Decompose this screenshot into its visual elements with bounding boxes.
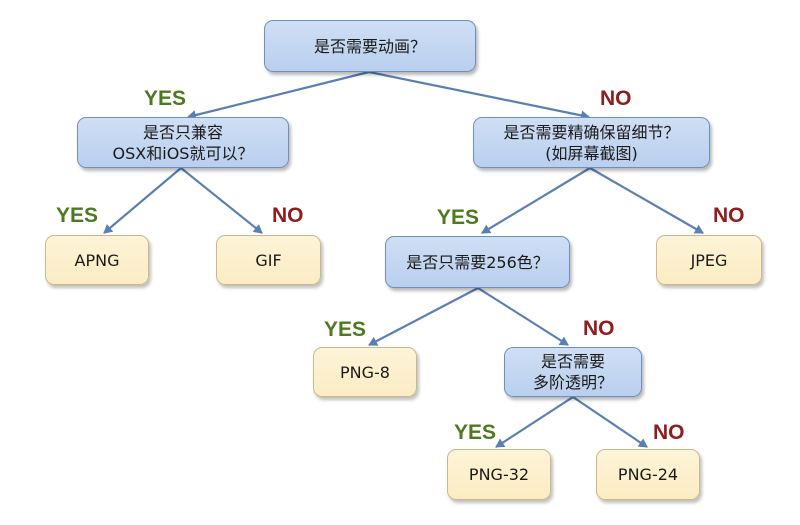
node-png8-answer: PNG-8 bbox=[313, 347, 417, 397]
label-animation-no: NO bbox=[600, 87, 632, 110]
edge-animation-to-detail bbox=[368, 70, 590, 121]
node-precise-detail-question: 是否需要精确保留细节？ (如屏幕截图) bbox=[473, 117, 710, 168]
edge-alpha-to-png32 bbox=[495, 396, 574, 448]
node-png32-answer: PNG-32 bbox=[447, 449, 551, 500]
node-osx-ios-question: 是否只兼容 OSX和iOS就可以？ bbox=[77, 117, 289, 168]
node-animation-question: 是否需要动画？ bbox=[264, 20, 476, 72]
node-jpeg-answer: JPEG bbox=[656, 235, 762, 285]
edge-alpha-to-png24 bbox=[572, 396, 648, 448]
edge-animation-to-osx bbox=[187, 70, 370, 120]
node-gif-answer: GIF bbox=[216, 235, 321, 285]
edge-detail-to-jpeg bbox=[589, 167, 704, 234]
label-detail-no: NO bbox=[713, 204, 745, 227]
edge-256-to-alpha bbox=[477, 287, 569, 346]
label-animation-yes: YES bbox=[144, 87, 187, 110]
edge-detail-to-256 bbox=[481, 167, 591, 234]
label-alpha-no: NO bbox=[653, 421, 685, 444]
node-png24-answer: PNG-24 bbox=[596, 449, 700, 500]
label-alpha-yes: YES bbox=[454, 421, 497, 444]
label-colors-yes: YES bbox=[324, 318, 367, 341]
label-colors-no: NO bbox=[583, 317, 615, 340]
edge-osx-to-gif bbox=[180, 167, 263, 234]
node-apng-answer: APNG bbox=[45, 235, 149, 285]
label-detail-yes: YES bbox=[437, 206, 480, 229]
label-osx-no: NO bbox=[272, 204, 304, 227]
node-alpha-question: 是否需要 多阶透明？ bbox=[504, 347, 642, 397]
edge-osx-to-apng bbox=[103, 167, 182, 234]
edge-256-to-png8 bbox=[368, 287, 479, 346]
node-256-colors-question: 是否只需要256色？ bbox=[385, 236, 570, 288]
label-osx-yes: YES bbox=[56, 204, 99, 227]
